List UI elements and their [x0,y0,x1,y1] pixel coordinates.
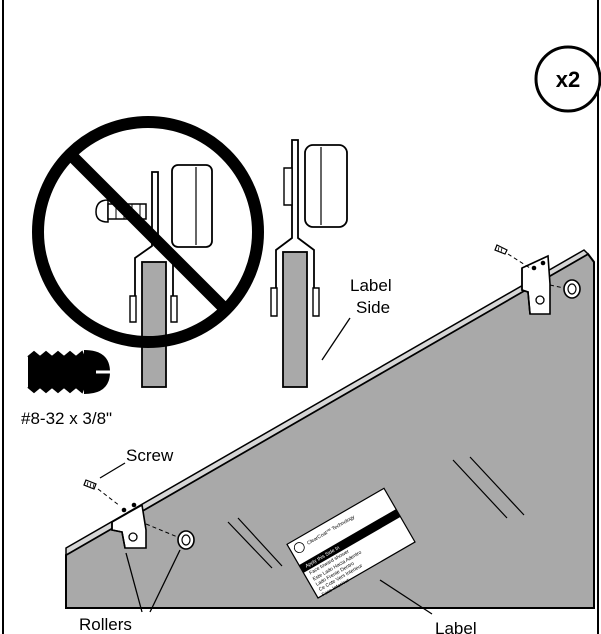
label-side-text-line2: Side [356,298,390,317]
screw-leader [99,462,126,479]
label-leader [379,579,433,615]
glass-panel [65,249,595,609]
rollers-leader-left [125,552,143,613]
left-roller [177,530,195,550]
label-side-text-line1: Label [350,276,392,295]
rollers-leader-right [149,549,181,613]
right-screw-small [494,244,508,255]
screw-detail-icon [27,350,110,394]
product-label: ClearCoat™ Technology Apply this Side In… [286,487,416,599]
correct-orientation-detail [270,139,348,388]
screw-text: Screw [126,446,174,465]
right-bracket [521,254,551,315]
left-bracket [111,502,147,549]
right-roller [563,279,581,299]
left-screw-small [83,479,97,490]
label-side-leader [321,317,351,361]
incorrect-orientation-detail [95,164,213,388]
quantity-text: x2 [556,67,580,92]
label-text: Label [435,619,477,634]
screw-size-text: #8-32 x 3/8" [21,409,112,428]
quantity-badge: x2 [534,45,601,113]
prohibited-icon [32,116,264,348]
rollers-text: Rollers [79,615,132,634]
